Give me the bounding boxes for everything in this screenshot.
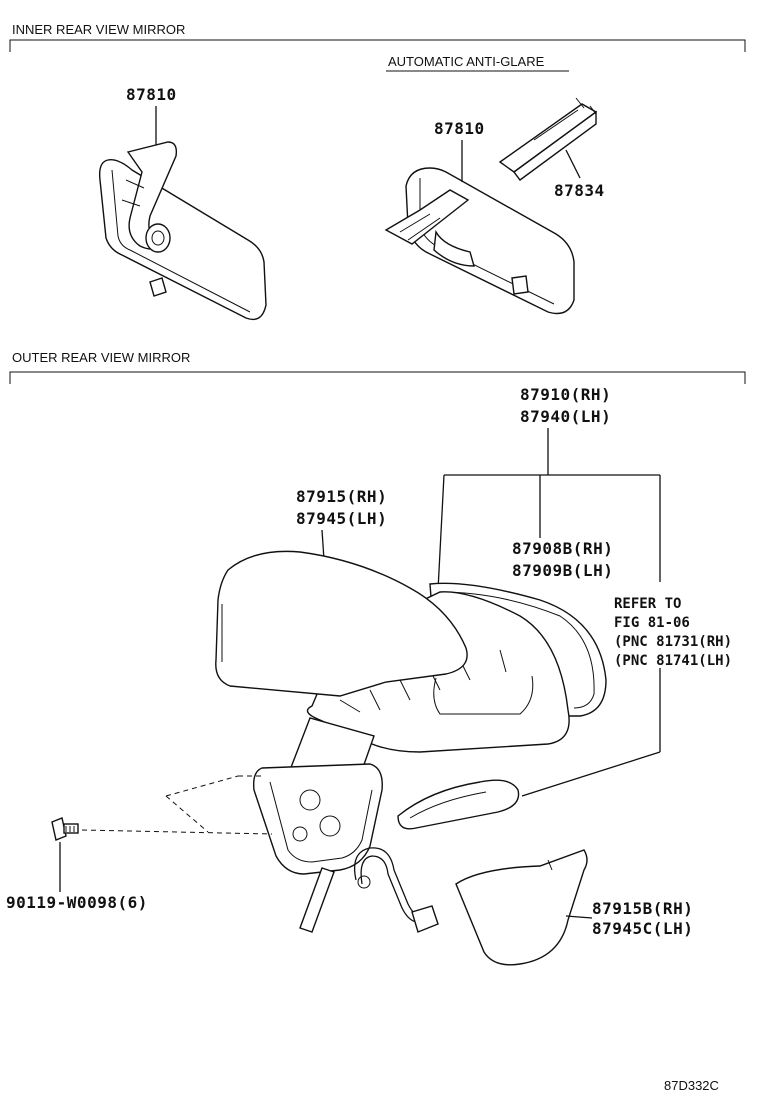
leader-87915b bbox=[565, 915, 593, 919]
label-87915b: 87915B(RH) bbox=[592, 899, 693, 918]
auto-antiglare-title: AUTOMATIC ANTI-GLARE bbox=[388, 54, 545, 69]
label-90119: 90119-W0098(6) bbox=[6, 893, 148, 912]
inner-section-frame: INNER REAR VIEW MIRROR bbox=[9, 22, 746, 52]
refer-line-2: FIG 81-06 bbox=[614, 615, 690, 631]
label-87810-auto: 87810 bbox=[434, 119, 485, 138]
dashed-guides bbox=[81, 775, 273, 835]
outer-mirror-cover-87915 bbox=[215, 550, 468, 697]
outer-section-frame: OUTER REAR VIEW MIRROR bbox=[9, 350, 746, 384]
leader-87834 bbox=[565, 149, 581, 179]
bracket-87910 bbox=[437, 428, 661, 797]
label-87908b: 87908B(RH) bbox=[512, 539, 613, 558]
label-87940: 87940(LH) bbox=[520, 407, 611, 426]
refer-line-1: REFER TO bbox=[614, 596, 681, 612]
leader-87915 bbox=[321, 529, 325, 561]
label-87915: 87915(RH) bbox=[296, 487, 387, 506]
label-87834: 87834 bbox=[554, 181, 605, 200]
refer-line-4: (PNC 81741(LH) bbox=[614, 653, 732, 669]
label-87945: 87945(LH) bbox=[296, 509, 387, 528]
mounting-screw bbox=[51, 817, 79, 841]
outer-section-title: OUTER REAR VIEW MIRROR bbox=[12, 350, 190, 365]
outer-mirror-base bbox=[252, 717, 383, 933]
inner-section-title: INNER REAR VIEW MIRROR bbox=[12, 22, 185, 37]
label-87909b: 87909B(LH) bbox=[512, 561, 613, 580]
label-87945c: 87945C(LH) bbox=[592, 919, 693, 938]
wire-harness bbox=[353, 847, 439, 933]
inner-mirror-standard bbox=[98, 141, 267, 321]
inner-mirror-auto bbox=[384, 167, 575, 315]
turn-signal-lamp bbox=[397, 779, 520, 830]
sensor-87834 bbox=[498, 97, 598, 181]
under-cover-87915b bbox=[455, 849, 588, 966]
label-87810-standard: 87810 bbox=[126, 85, 177, 104]
label-87910: 87910(RH) bbox=[520, 385, 611, 404]
figure-reference: 87D332C bbox=[664, 1078, 719, 1093]
refer-line-3: (PNC 81731(RH) bbox=[614, 634, 732, 650]
